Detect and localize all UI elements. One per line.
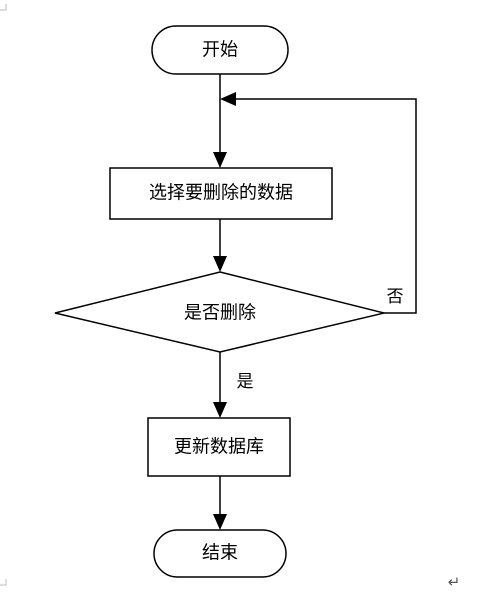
paragraph-mark-icon: ↵: [448, 573, 461, 591]
node-end: 结束: [153, 529, 287, 578]
select-process-box: [109, 167, 333, 220]
arrowhead-into-select: [213, 152, 227, 168]
start-terminator: [151, 25, 289, 75]
arrowhead-into-end: [213, 514, 227, 530]
arrowhead-into-update: [213, 402, 227, 418]
edge-label-yes: 是: [237, 372, 254, 392]
arrowhead-into-decision: [213, 256, 227, 272]
end-label: 结束: [202, 543, 238, 564]
start-label: 开始: [202, 40, 238, 61]
connectors: [213, 74, 417, 530]
end-terminator: [153, 529, 287, 578]
node-start: 开始: [151, 25, 289, 75]
connector-no-loop-back: [236, 98, 417, 314]
update-label: 更新数据库: [174, 437, 264, 458]
crop-mark-top-left: [0, 4, 7, 11]
arrowhead-loop-back: [220, 92, 236, 106]
node-decision: 是否删除: [54, 271, 385, 353]
crop-marks: [0, 4, 7, 586]
node-update: 更新数据库: [147, 417, 291, 477]
decision-label: 是否删除: [184, 303, 256, 324]
decision-diamond: [54, 271, 385, 353]
edge-label-no: 否: [387, 287, 404, 307]
update-process-box: [147, 417, 291, 477]
select-label: 选择要删除的数据: [149, 183, 293, 204]
crop-mark-bottom-left: [0, 579, 7, 586]
node-select: 选择要删除的数据: [109, 167, 333, 220]
